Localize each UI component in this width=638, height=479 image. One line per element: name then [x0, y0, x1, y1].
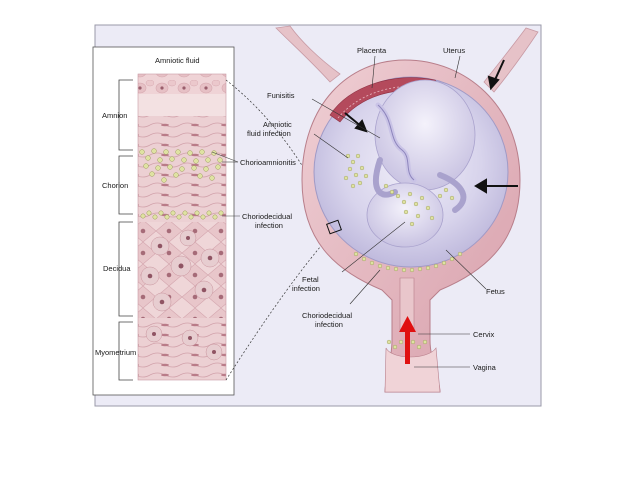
label-cervix: Cervix — [473, 330, 495, 339]
umbilical-cord-outline — [377, 104, 415, 181]
bacteria-lower-membrane — [353, 251, 463, 273]
bacteria-amniotic-fluid — [343, 153, 369, 189]
zoom-line-bottom — [225, 231, 334, 381]
red-arrow-head — [399, 316, 416, 332]
bacteria-around-fetus — [383, 183, 455, 227]
fetus — [366, 79, 476, 248]
label-amniotic-fluid-line1: Amniotic — [263, 120, 292, 129]
arrow-tube-head — [487, 75, 500, 91]
label-uterus: Uterus — [443, 46, 465, 55]
bacteria-line-decidua — [140, 210, 224, 220]
label-fetal-infection-line1: Fetal — [302, 275, 319, 284]
layer-label-decidua: Decidua — [103, 264, 131, 273]
red-arrow — [399, 316, 416, 364]
vagina — [384, 347, 441, 393]
label-funisitis: Funisitis — [267, 91, 295, 100]
callout-choriodecidual-line1: Choriodecidual — [242, 212, 292, 221]
bacteria-cluster-chorion — [139, 148, 223, 183]
label-choriodecidual-line2: infection — [315, 320, 343, 329]
uterus-illustration — [275, 25, 539, 393]
inset-source-box — [326, 219, 342, 235]
label-fetus: Fetus — [486, 287, 505, 296]
label-choriodecidual-line1: Choriodecidual — [302, 311, 352, 320]
label-placenta: Placenta — [357, 46, 387, 55]
arrow-fetus-side-head — [474, 178, 487, 194]
black-arrows — [344, 59, 518, 194]
layer-label-amnion: Amnion — [102, 111, 127, 120]
zoom-line-top — [225, 79, 334, 223]
tissue-inset: Amniotic fluid — [92, 46, 296, 396]
callout-chorioamnionitis: Chorioamnionitis — [240, 158, 296, 167]
fallopian-tube-left — [275, 25, 341, 83]
uterus-leaders — [311, 55, 487, 368]
callout-choriodecidual-line2: infection — [255, 221, 283, 230]
label-fetal-infection-line2: infection — [292, 284, 320, 293]
layer-label-chorion: Chorion — [102, 181, 128, 190]
label-amniotic-fluid-line2: fluid infection — [247, 129, 291, 138]
red-arrow-shaft — [405, 328, 410, 364]
layer-label-myometrium: Myometrium — [95, 348, 136, 357]
label-vagina: Vagina — [473, 363, 497, 372]
layer-brackets — [118, 79, 133, 381]
tissue-strip — [137, 73, 227, 381]
leader-chorioamnionitis-2 — [211, 151, 239, 163]
inset-header: Amniotic fluid — [155, 56, 200, 65]
